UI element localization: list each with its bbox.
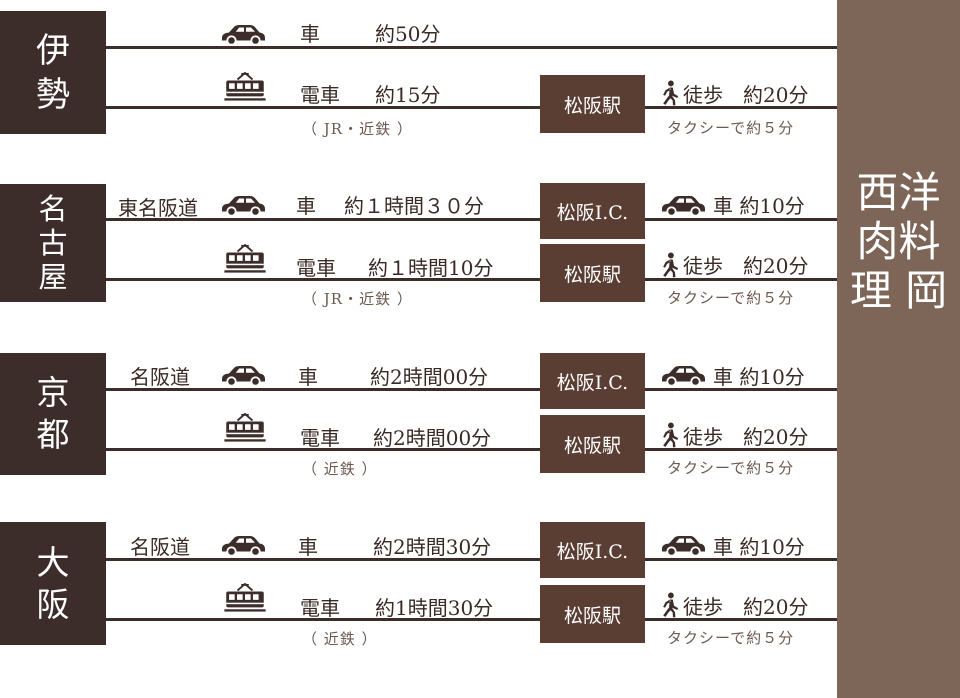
travel-time: 約１時間３０分 — [344, 194, 484, 218]
station-label: 松阪駅 — [563, 263, 621, 286]
last-leg: 車 約10分 — [713, 365, 805, 389]
city-ise: 伊勢 — [0, 11, 106, 134]
last-leg: 徒歩 約20分 — [683, 254, 809, 278]
destination-name: 西洋肉料理 岡 — [849, 168, 948, 315]
route-line-nagoya-car-last — [645, 218, 837, 221]
car-icon — [220, 364, 266, 386]
city-kyoto-label: 京都 — [36, 373, 70, 454]
mode-label: 車 — [298, 365, 318, 389]
station-label: 松阪I.C. — [556, 371, 629, 394]
route-line-kyoto-car — [106, 388, 540, 391]
city-kyoto: 京都 — [0, 353, 106, 475]
line-note: （ JR・近鉄 ） — [302, 290, 413, 308]
route-line-osaka-train-last — [645, 618, 837, 621]
city-osaka: 大阪 — [0, 522, 106, 645]
taxi-note: タクシーで約５分 — [667, 119, 795, 137]
mode-label: 車 — [298, 535, 318, 559]
travel-time: 約50分 — [375, 22, 441, 46]
city-osaka-label: 大阪 — [36, 542, 70, 624]
route-line-osaka-train — [106, 618, 540, 621]
last-leg: 徒歩 約20分 — [683, 595, 809, 619]
station-box: 松阪I.C. — [540, 522, 645, 578]
station-box: 松阪駅 — [540, 585, 645, 643]
route-line-ise-train-last — [645, 106, 837, 109]
mode-label: 車 — [296, 194, 316, 218]
walk-icon — [660, 252, 680, 278]
route-line-ise-train — [106, 106, 540, 109]
route-line-osaka-car-last — [645, 558, 837, 561]
road-label: 東名阪道 — [118, 196, 198, 220]
train-icon — [224, 244, 266, 274]
route-line-osaka-car — [106, 558, 540, 561]
line-note: （ JR・近鉄 ） — [302, 120, 413, 138]
mode-label: 車 — [300, 22, 320, 46]
mode-label: 電車 — [300, 83, 340, 107]
route-line-kyoto-car-last — [645, 388, 837, 391]
car-icon — [660, 194, 706, 216]
station-label: 松阪駅 — [563, 604, 621, 627]
car-icon — [220, 23, 266, 45]
travel-time: 約15分 — [375, 83, 441, 107]
city-ise-label: 伊勢 — [36, 30, 70, 115]
car-icon — [660, 534, 706, 556]
walk-icon — [660, 592, 680, 618]
walk-icon — [660, 422, 680, 448]
mode-label: 電車 — [300, 426, 340, 450]
destination-panel: 西洋肉料理 岡 — [837, 0, 960, 698]
station-label: 松阪I.C. — [556, 201, 629, 224]
route-line-nagoya-train-last — [645, 278, 837, 281]
line-note: （ 近鉄 ） — [302, 460, 378, 478]
last-leg: 車 約10分 — [713, 194, 805, 218]
station-box: 松阪駅 — [540, 415, 645, 473]
station-box: 松阪駅 — [540, 244, 645, 302]
walk-icon — [660, 80, 680, 106]
car-icon — [220, 194, 266, 216]
travel-time: 約2時間30分 — [373, 535, 492, 559]
route-line-nagoya-train — [106, 278, 540, 281]
road-label: 名阪道 — [130, 365, 190, 389]
taxi-note: タクシーで約５分 — [667, 629, 795, 647]
car-icon — [220, 534, 266, 556]
mode-label: 電車 — [300, 596, 340, 620]
travel-time: 約1時間30分 — [375, 596, 494, 620]
taxi-note: タクシーで約５分 — [667, 289, 795, 307]
travel-time: 約2時間00分 — [370, 365, 489, 389]
last-leg: 車 約10分 — [713, 535, 805, 559]
route-line-kyoto-train — [106, 448, 540, 451]
travel-time: 約１時間10分 — [368, 256, 494, 280]
train-icon — [224, 583, 266, 613]
station-box: 松阪駅 — [540, 75, 645, 133]
road-label: 名阪道 — [130, 535, 190, 559]
train-icon — [224, 413, 266, 443]
route-line-ise-car — [106, 46, 837, 49]
travel-time: 約2時間00分 — [373, 426, 492, 450]
train-icon — [224, 72, 266, 102]
station-label: 松阪駅 — [563, 434, 621, 457]
car-icon — [660, 364, 706, 386]
last-leg: 徒歩 約20分 — [683, 83, 809, 107]
station-box: 松阪I.C. — [540, 353, 645, 409]
station-box: 松阪I.C. — [540, 183, 645, 239]
taxi-note: タクシーで約５分 — [667, 459, 795, 477]
last-leg: 徒歩 約20分 — [683, 425, 809, 449]
station-label: 松阪駅 — [563, 94, 621, 117]
city-nagoya-label: 名古屋 — [38, 192, 68, 294]
line-note: （ 近鉄 ） — [302, 630, 378, 648]
station-label: 松阪I.C. — [556, 540, 629, 563]
city-nagoya: 名古屋 — [0, 184, 106, 302]
route-line-kyoto-train-last — [645, 448, 837, 451]
mode-label: 電車 — [296, 256, 336, 280]
route-line-nagoya-car — [106, 218, 540, 221]
